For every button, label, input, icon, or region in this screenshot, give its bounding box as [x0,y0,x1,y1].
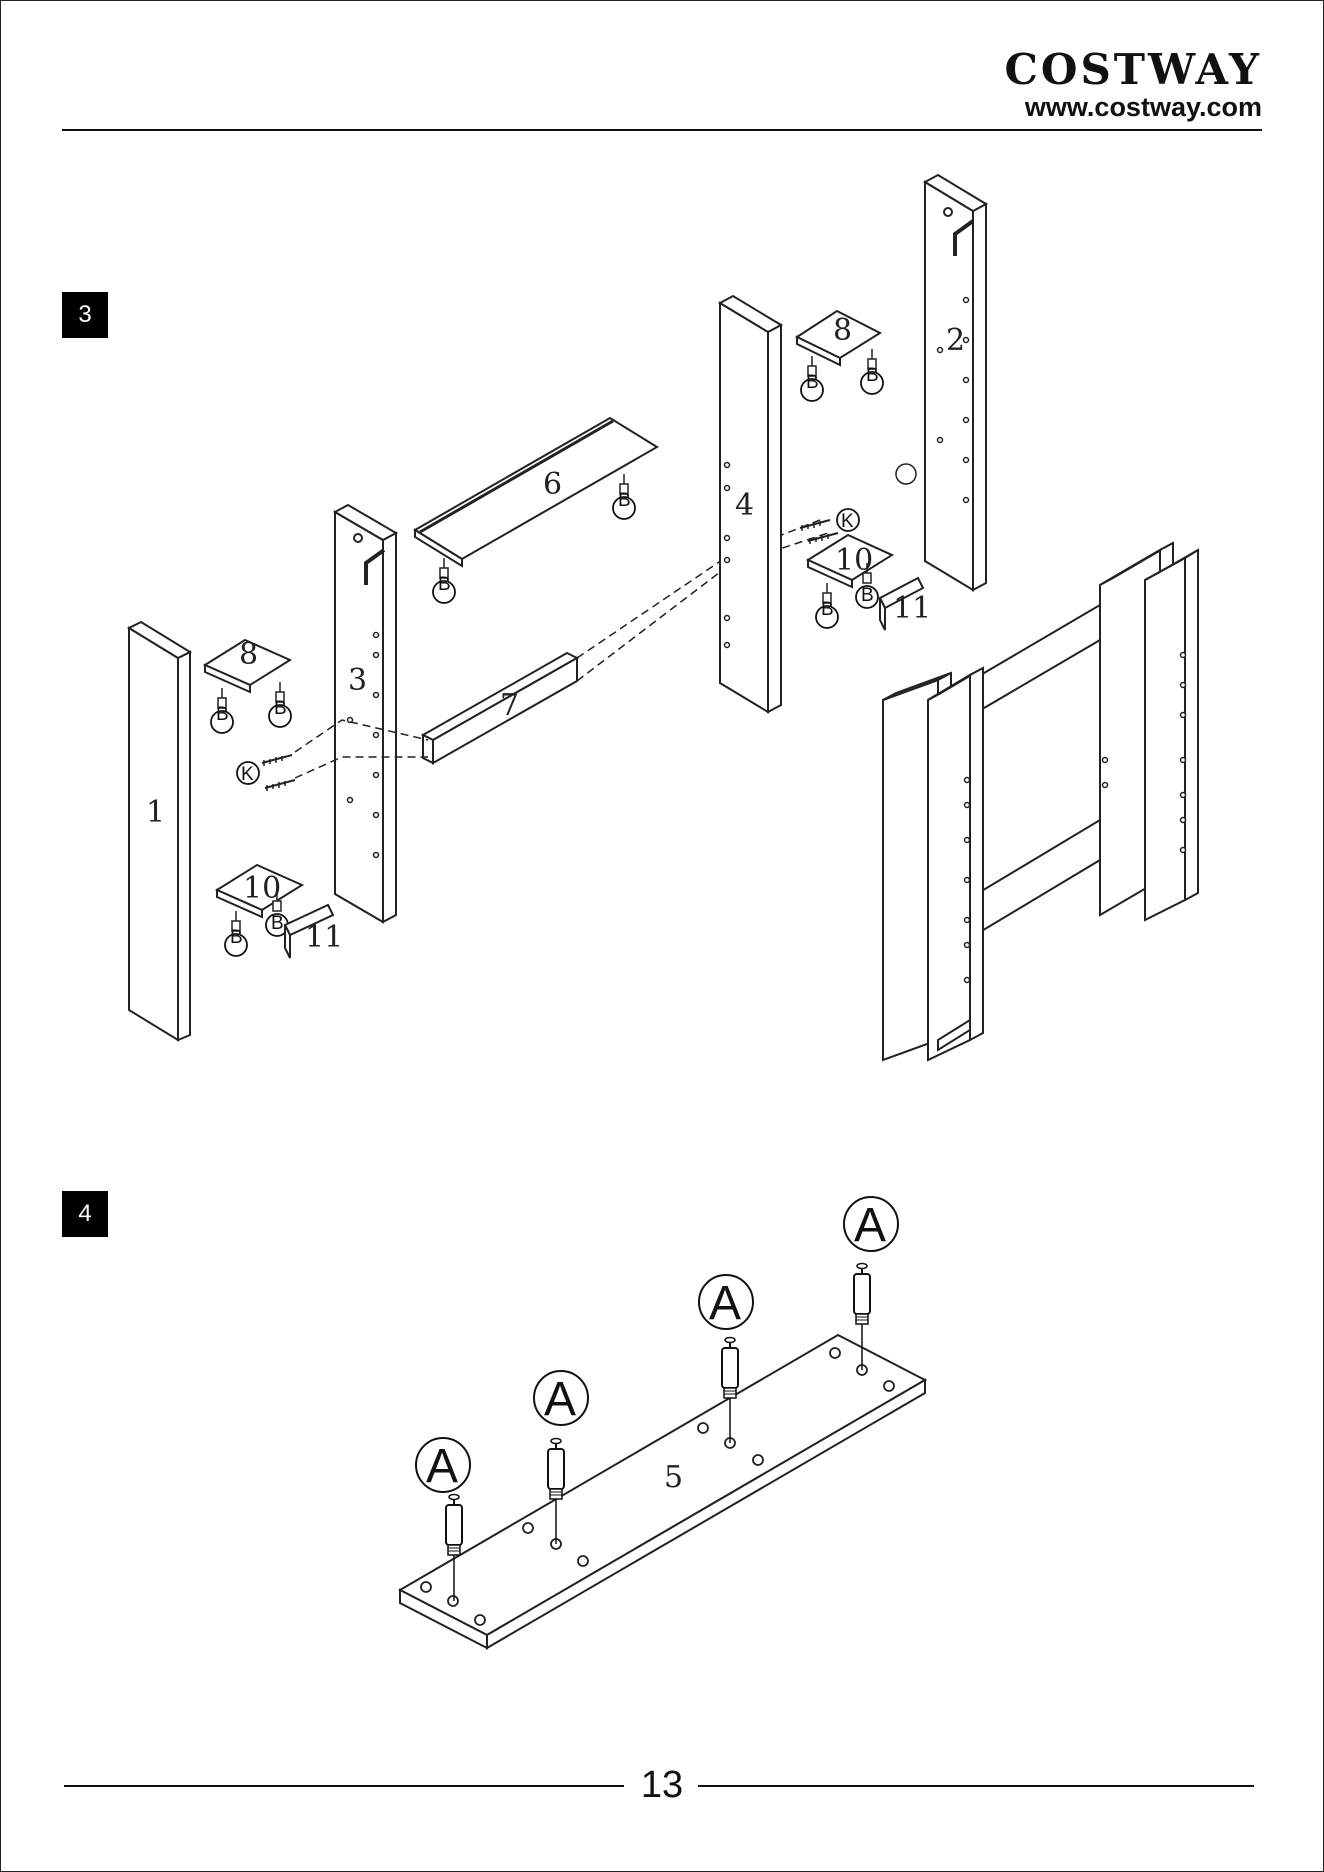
cam-b-label: B [216,704,229,725]
part-label-11-right: 11 [893,591,931,626]
part-label-2: 2 [946,323,965,358]
page-number: 13 [622,1762,702,1808]
cam-b-label: B [618,490,631,511]
part-label-3: 3 [348,663,367,698]
footer-rule-left [64,1785,624,1787]
panel-5 [400,1335,925,1648]
part-label-8-left: 8 [239,637,258,672]
screw-k-label: K [241,764,254,785]
part-label-8-right: 8 [833,313,852,348]
cam-b-label: B [438,574,451,595]
cam-lock-hole [896,464,916,484]
screw-k-label: K [841,511,854,532]
cam-b-label: B [230,927,243,948]
cam-b-label: B [271,913,284,934]
dowel-a-label: A [544,1373,576,1426]
part-label-1: 1 [146,795,165,830]
cam-b-label: B [821,599,834,620]
part-label-6: 6 [543,467,562,502]
part-label-5: 5 [664,1460,683,1495]
cam-b-label: B [274,698,287,719]
cam-b-label: B [866,365,879,386]
cam-b-label: B [806,372,819,393]
dowel-a-label: A [709,1277,741,1330]
cam-b-label: B [861,585,874,606]
panel-1 [129,622,190,1040]
dowel-a-label: A [854,1199,886,1252]
panel-2 [925,175,986,590]
footer-rule-right [698,1785,1254,1787]
panel-3 [335,505,396,922]
part-label-7: 7 [500,688,519,723]
part-label-4: 4 [735,488,754,523]
part-label-11-left: 11 [305,920,343,955]
dowel-a-label: A [426,1440,458,1493]
